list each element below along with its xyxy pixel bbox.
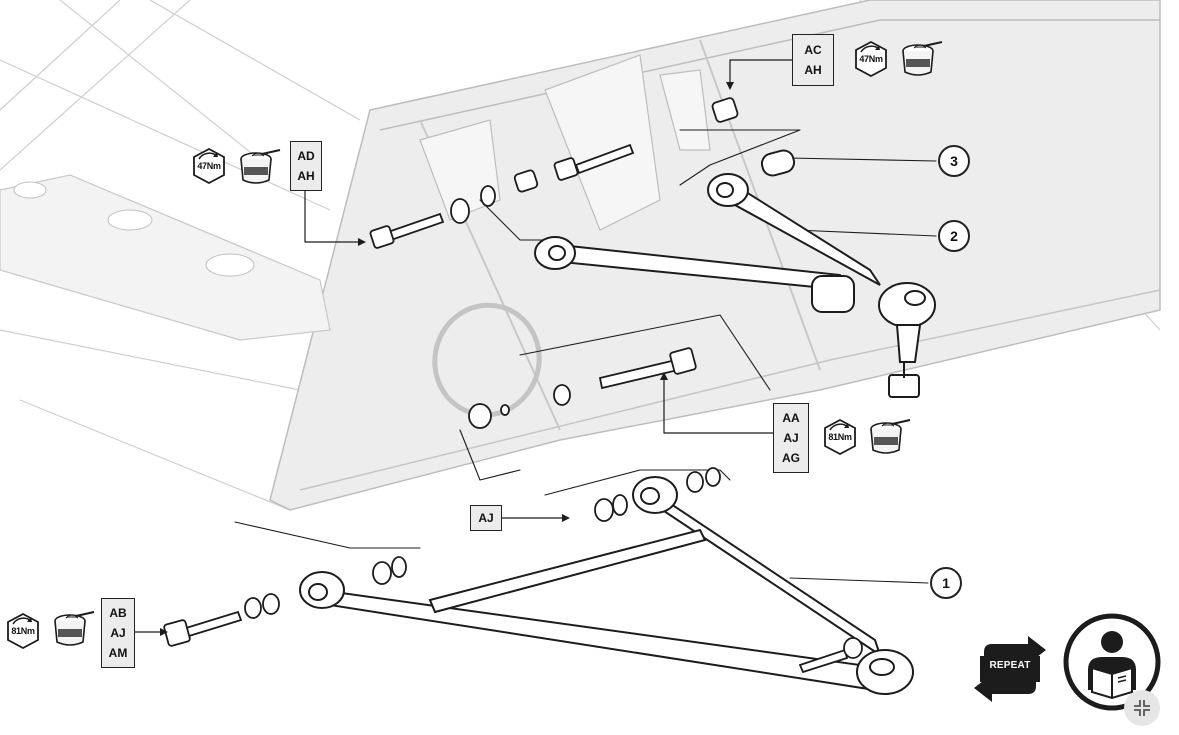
- torque-value: 81Nm: [828, 432, 852, 442]
- grease-tub-icon: [236, 148, 282, 188]
- grease-tub-icon: [50, 610, 96, 650]
- collapse-button[interactable]: [1124, 690, 1160, 726]
- torque-value: 47Nm: [859, 54, 883, 64]
- callout-3: 3: [938, 145, 970, 177]
- code-box-ac-ah: AC AH: [792, 34, 834, 86]
- code-label: AD: [297, 149, 315, 163]
- code-label: AJ: [110, 626, 126, 640]
- read-manual-button[interactable]: [1062, 612, 1162, 712]
- code-label: AM: [108, 646, 128, 660]
- grease-tub-icon: [898, 40, 944, 80]
- code-label: AJ: [478, 511, 494, 525]
- repeat-arrows-icon: [974, 636, 1046, 702]
- torque-wrench-hexagon-icon: 81Nm: [821, 418, 859, 456]
- repeat-label: REPEAT: [989, 660, 1031, 671]
- code-label: AH: [297, 169, 315, 183]
- code-box-ab-aj-am: AB AJ AM: [101, 598, 135, 668]
- torque-wrench-hexagon-icon: 81Nm: [4, 612, 42, 650]
- code-label: AB: [109, 606, 127, 620]
- torque-wrench-hexagon-icon: 47Nm: [852, 40, 890, 78]
- code-label: AG: [782, 451, 800, 465]
- code-label: AA: [782, 411, 800, 425]
- callout-1: 1: [930, 567, 962, 599]
- code-label: AJ: [783, 431, 799, 445]
- torque-wrench-hexagon-icon: 47Nm: [190, 147, 228, 185]
- read-manual-icon: [1063, 613, 1161, 711]
- grease-tub-icon: [866, 418, 912, 458]
- code-box-aa-aj-ag: AA AJ AG: [773, 403, 809, 473]
- code-box-aj: AJ: [470, 505, 502, 531]
- repeat-button[interactable]: REPEAT: [970, 634, 1050, 704]
- code-label: AH: [804, 63, 822, 78]
- callout-2: 2: [938, 220, 970, 252]
- torque-value: 81Nm: [11, 626, 35, 636]
- chassis-frame: [269, 0, 1161, 511]
- code-box-ad-ah: AD AH: [290, 141, 322, 191]
- torque-value: 47Nm: [197, 161, 221, 171]
- collapse-arrows-icon: [1134, 700, 1150, 716]
- code-label: AC: [804, 42, 822, 57]
